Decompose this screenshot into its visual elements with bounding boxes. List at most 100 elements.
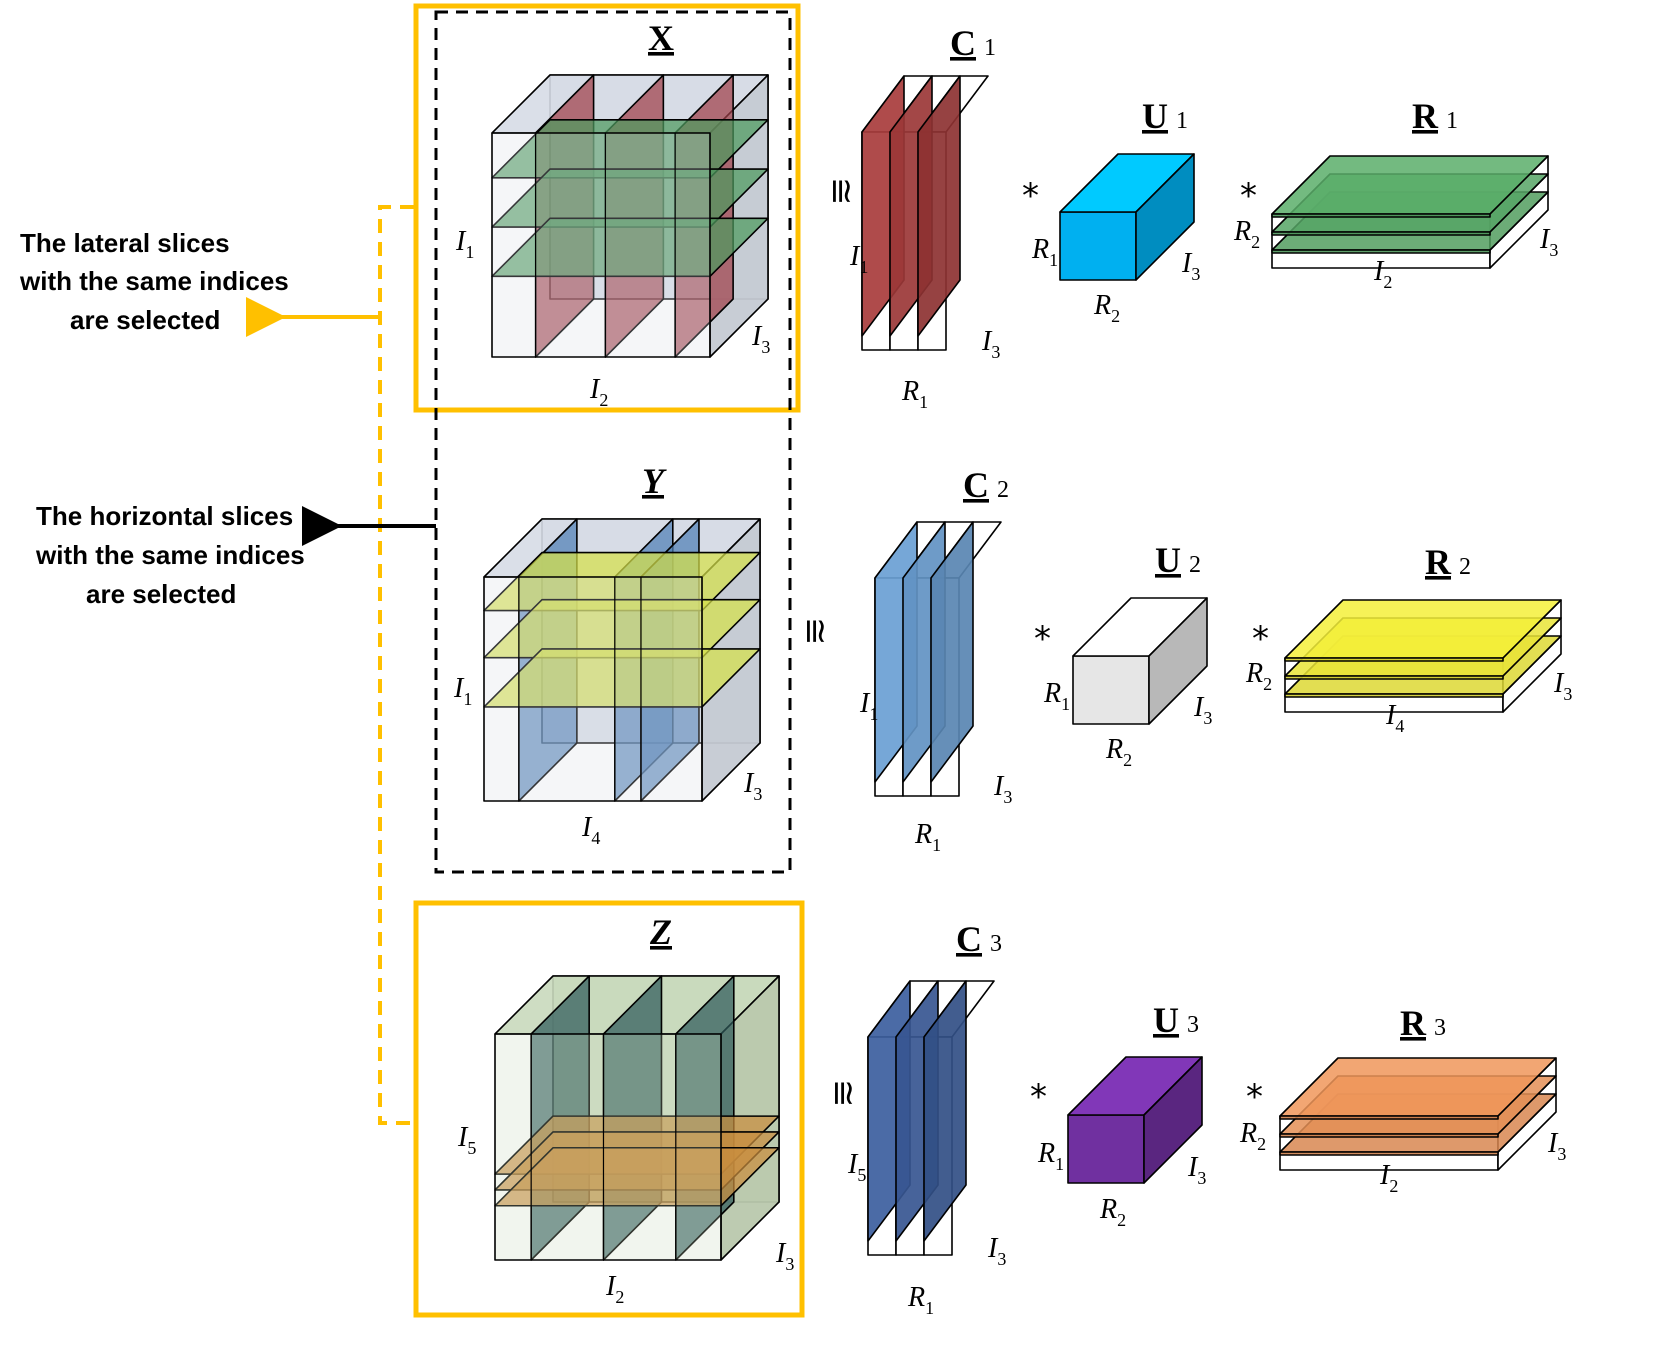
star-c-u-2: * [1034, 619, 1051, 659]
x-dim-depth: I3 [751, 321, 770, 357]
factor-r2 [1284, 599, 1562, 713]
u-front-face [1067, 1114, 1145, 1184]
x-dim-rows: I1 [455, 226, 474, 262]
horizontal-slice [491, 217, 769, 278]
c-slice [930, 521, 974, 783]
frame-xy-dashed [434, 10, 792, 874]
z-dim-cols: I2 [605, 1271, 624, 1307]
x-dim-cols: I2 [589, 374, 608, 410]
cube-front-face [494, 1033, 722, 1261]
u1-dim-rows: R1 [1031, 234, 1058, 270]
tensor-x-title: X [648, 18, 674, 58]
u3-dim-rows: R1 [1037, 1138, 1064, 1174]
r-slice-edge [1279, 1151, 1499, 1156]
star-u-r-2: * [1252, 619, 1269, 659]
r3-dim-cols: I2 [1379, 1160, 1398, 1196]
r-slice-edge [1284, 675, 1504, 680]
factor-c1 [861, 75, 989, 351]
selection-frames [246, 3, 805, 1318]
star-c-u-3: * [1030, 1077, 1047, 1117]
c1-dim-rows: I1 [849, 241, 868, 277]
r-slice-edge [1284, 657, 1504, 662]
u1-dim-depth: I3 [1181, 248, 1200, 284]
tensor-x-cube [491, 74, 769, 358]
factor-r1 [1271, 155, 1549, 269]
z-dim-rows: I5 [457, 1122, 476, 1158]
tensor-y-title: Y [642, 461, 667, 501]
c3-dim-depth: I3 [987, 1233, 1006, 1269]
horizontal-slice [483, 648, 761, 708]
u-side-face [1135, 153, 1195, 281]
tensor-z-cube [494, 975, 780, 1261]
factor-c3 [867, 980, 995, 1256]
star-u-r-3: * [1246, 1077, 1263, 1117]
orange-bracket [378, 205, 414, 1125]
horizontal-annotation-line-3: are selected [86, 579, 236, 609]
c-slice [923, 980, 967, 1242]
r1-dim-cols: I2 [1373, 256, 1392, 292]
r3-dim-rows: R2 [1239, 1118, 1266, 1154]
r2-dim-rows: R2 [1245, 658, 1272, 694]
lateral-annotation-line-2: with the same indices [19, 266, 289, 296]
lateral-annotation-line-3: are selected [70, 305, 220, 335]
c3-dim-rows: I5 [847, 1149, 866, 1185]
u2-dim-cols: R2 [1105, 734, 1132, 770]
u-side-face [1148, 597, 1208, 725]
approx-symbol-1: ≅ [821, 177, 861, 206]
factor-c2 [874, 521, 1002, 797]
c2-dim-cols: R1 [914, 819, 941, 855]
c2-dim-depth: I3 [993, 771, 1012, 807]
approx-symbol-2: ≅ [795, 617, 835, 646]
r3-dim-depth: I3 [1547, 1128, 1566, 1164]
horizontal-annotation: The horizontal slices with the same indi… [35, 501, 305, 609]
star-u-r-1: * [1240, 176, 1257, 216]
u2-dim-depth: I3 [1193, 692, 1212, 728]
approx-symbol-3: ≅ [823, 1079, 863, 1108]
r2-dim-depth: I3 [1553, 668, 1572, 704]
u-side-face [1143, 1056, 1203, 1184]
star-c-u-1: * [1022, 176, 1039, 216]
r1-dim-rows: R2 [1233, 216, 1260, 252]
tensor-z-title: Z [649, 912, 672, 952]
lateral-annotation-line-1: The lateral slices [20, 228, 230, 258]
c2-dim-rows: I1 [859, 688, 878, 724]
r1-dim-depth: I3 [1539, 224, 1558, 260]
y-dim-depth: I3 [743, 768, 762, 804]
frame-z [413, 900, 805, 1318]
u-front-face [1059, 211, 1137, 281]
y-dim-cols: I4 [581, 812, 600, 848]
r-slice-edge [1271, 213, 1491, 218]
factor-u1 [1059, 153, 1195, 281]
horizontal-annotation-line-1: The horizontal slices [36, 501, 293, 531]
c3-dim-cols: R1 [907, 1282, 934, 1318]
u2-dim-rows: R1 [1043, 678, 1070, 714]
factor-u2 [1072, 597, 1208, 725]
lateral-annotation: The lateral slices with the same indices… [19, 228, 289, 335]
cube-front-face [491, 132, 711, 358]
r-slice-edge [1271, 249, 1491, 254]
r-slice-edge [1284, 693, 1504, 698]
r-slice-edge [1271, 231, 1491, 236]
r-slice-edge [1279, 1115, 1499, 1120]
r2-dim-cols: I4 [1385, 700, 1404, 736]
cube-front-face [483, 576, 703, 802]
c1-dim-depth: I3 [981, 326, 1000, 362]
z-dim-depth: I3 [775, 1238, 794, 1274]
c-slice [917, 75, 961, 337]
factor-u3 [1067, 1056, 1203, 1184]
horizontal-slice [494, 1146, 780, 1207]
frame-x [413, 3, 801, 413]
c1-dim-cols: R1 [901, 376, 928, 412]
y-dim-rows: I1 [453, 673, 472, 709]
u1-dim-cols: R2 [1093, 290, 1120, 326]
